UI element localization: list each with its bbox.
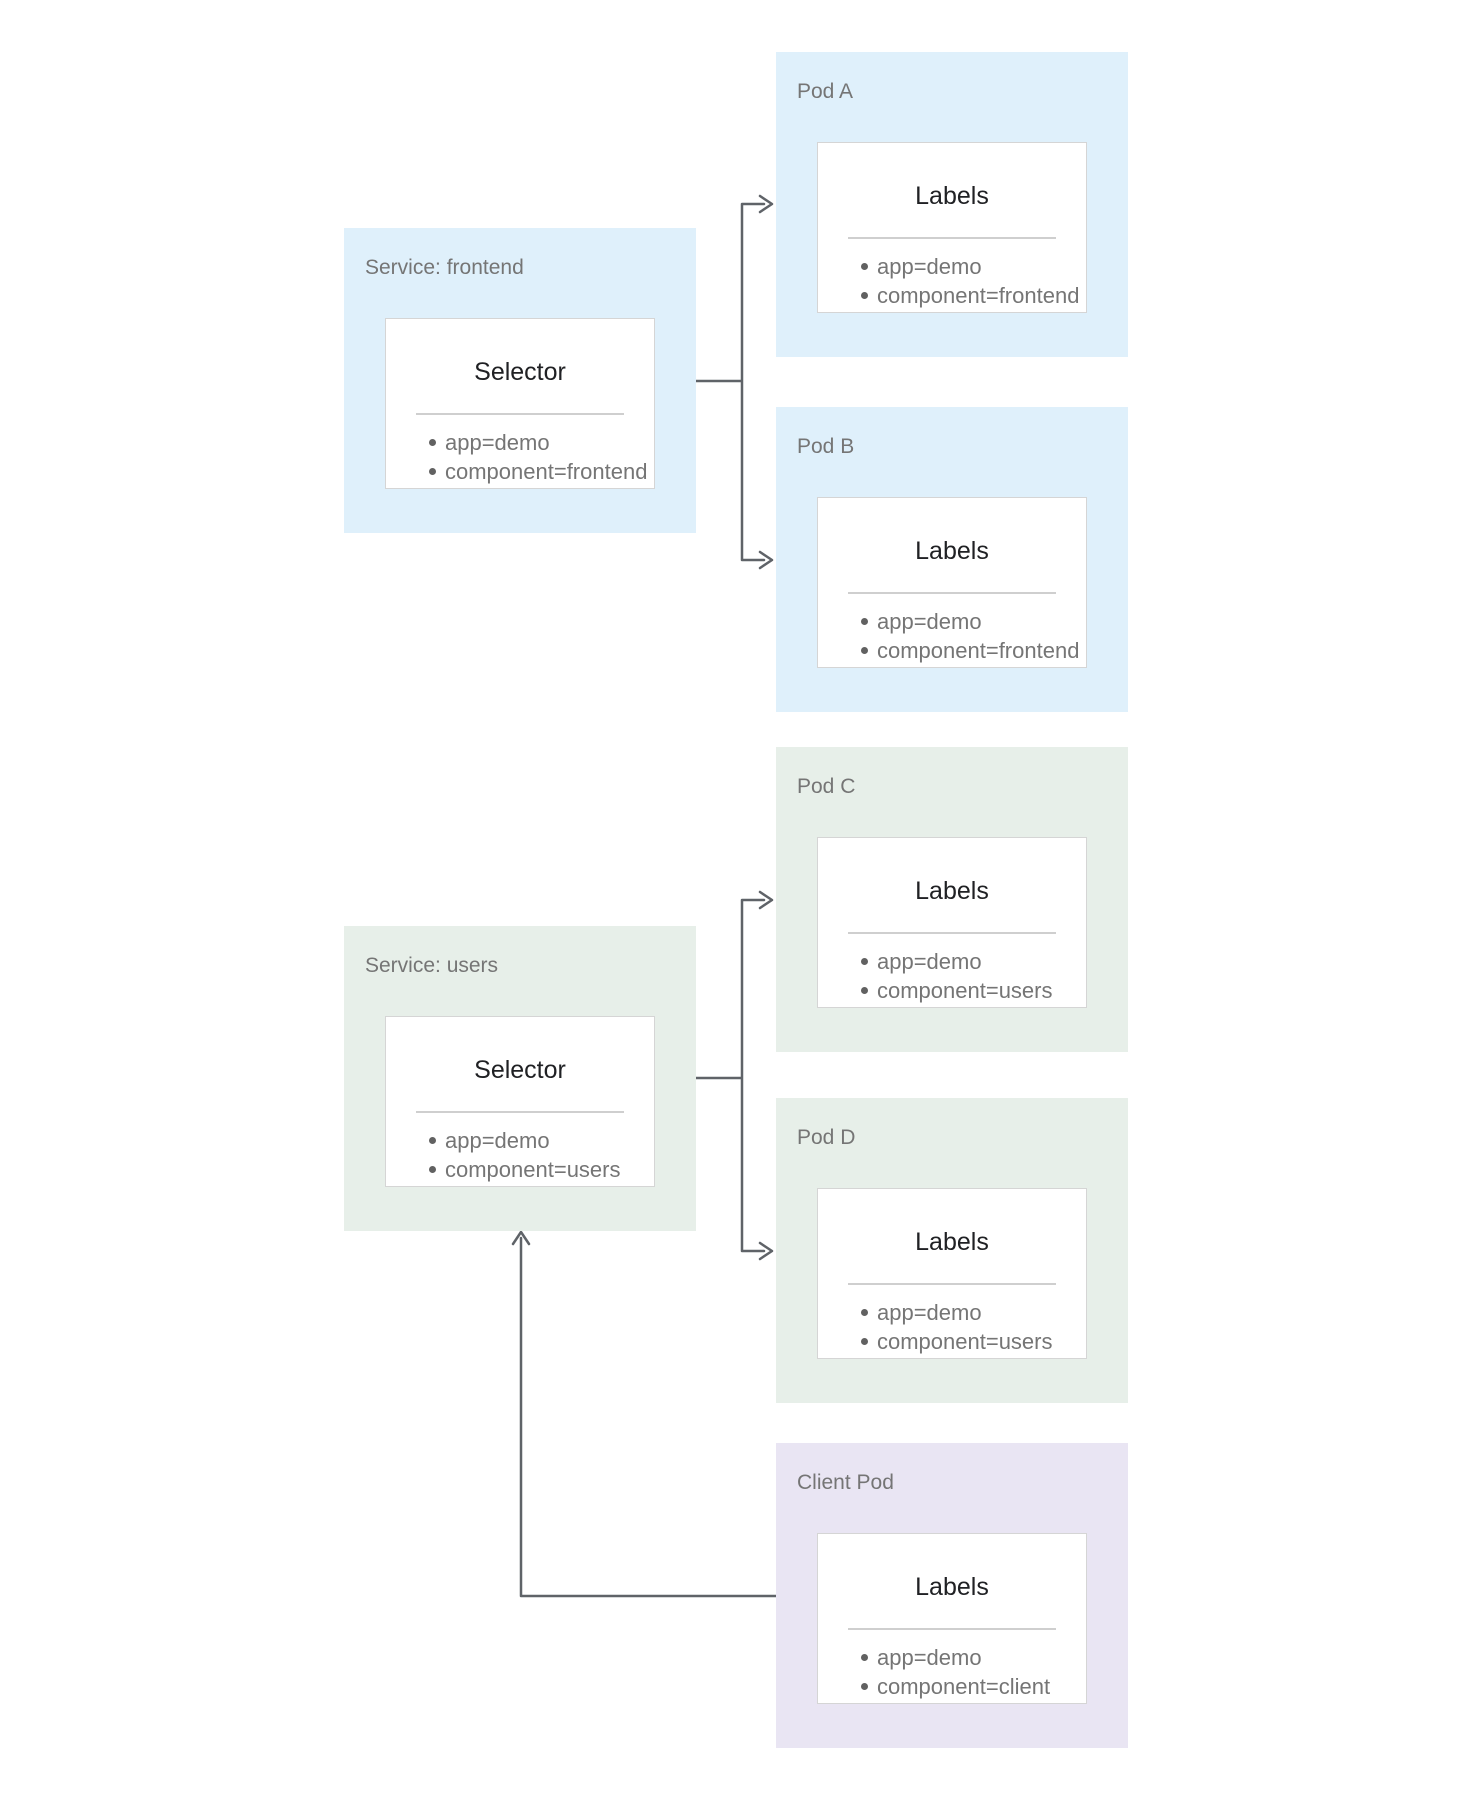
- divider: [848, 237, 1056, 239]
- card-title: Labels: [915, 877, 989, 905]
- card-title: Labels: [915, 1228, 989, 1256]
- client-pod-label: Client Pod: [797, 1471, 894, 1494]
- pod-b-label: Pod B: [797, 435, 855, 458]
- selector-item: component=frontend: [429, 457, 647, 486]
- pod-c-label: Pod C: [797, 775, 856, 798]
- service-frontend-box: Service: frontend Selector app=demo comp…: [344, 228, 696, 533]
- label-item: component=client: [861, 1672, 1078, 1701]
- client-pod-box: Client Pod Labels app=demo component=cli…: [776, 1443, 1128, 1748]
- selector-list: app=demo component=frontend: [386, 428, 654, 486]
- label-list: app=demo component=frontend: [818, 252, 1086, 310]
- pod-a-labels-card: Labels app=demo component=frontend: [817, 142, 1087, 313]
- service-users-box: Service: users Selector app=demo compone…: [344, 926, 696, 1231]
- label-item: app=demo: [861, 252, 1078, 281]
- service-users-label: Service: users: [365, 954, 499, 977]
- service-users-selector-card: Selector app=demo component=users: [385, 1016, 655, 1187]
- pod-b-box: Pod B Labels app=demo component=frontend: [776, 407, 1128, 712]
- divider: [848, 932, 1056, 934]
- arrowhead-icon: [758, 1241, 774, 1261]
- label-item: component=users: [861, 976, 1078, 1005]
- divider: [848, 592, 1056, 594]
- pod-b-labels-card: Labels app=demo component=frontend: [817, 497, 1087, 668]
- label-item: app=demo: [861, 1298, 1078, 1327]
- label-item: component=frontend: [861, 636, 1079, 665]
- label-item: app=demo: [861, 607, 1078, 636]
- edge-service-frontend-to-pods: [694, 202, 766, 562]
- divider: [848, 1283, 1056, 1285]
- pod-d-labels-card: Labels app=demo component=users: [817, 1188, 1087, 1359]
- pod-a-box: Pod A Labels app=demo component=frontend: [776, 52, 1128, 357]
- pod-c-labels-card: Labels app=demo component=users: [817, 837, 1087, 1008]
- label-list: app=demo component=frontend: [818, 607, 1086, 665]
- pod-c-box: Pod C Labels app=demo component=users: [776, 747, 1128, 1052]
- arrowhead-icon: [758, 890, 774, 910]
- service-frontend-selector-card: Selector app=demo component=frontend: [385, 318, 655, 489]
- selector-item: app=demo: [429, 428, 646, 457]
- divider: [416, 1111, 624, 1113]
- card-title: Labels: [915, 1573, 989, 1601]
- label-list: app=demo component=users: [818, 1298, 1086, 1356]
- service-frontend-label: Service: frontend: [365, 256, 524, 279]
- arrowhead-icon: [758, 550, 774, 570]
- selector-item: app=demo: [429, 1126, 646, 1155]
- card-title: Labels: [915, 182, 989, 210]
- edge-service-users-to-pods: [694, 898, 766, 1253]
- label-item: app=demo: [861, 1643, 1078, 1672]
- arrowhead-icon: [758, 194, 774, 214]
- label-list: app=demo component=users: [818, 947, 1086, 1005]
- card-title: Selector: [474, 358, 566, 386]
- selector-list: app=demo component=users: [386, 1126, 654, 1184]
- label-item: component=frontend: [861, 281, 1079, 310]
- divider: [416, 413, 624, 415]
- label-list: app=demo component=client: [818, 1643, 1086, 1701]
- selector-item: component=users: [429, 1155, 646, 1184]
- pod-a-label: Pod A: [797, 80, 854, 103]
- edge-client-pod-to-service-users: [519, 1236, 778, 1598]
- card-title: Selector: [474, 1056, 566, 1084]
- pod-d-box: Pod D Labels app=demo component=users: [776, 1098, 1128, 1403]
- label-item: component=users: [861, 1327, 1078, 1356]
- divider: [848, 1628, 1056, 1630]
- pod-d-label: Pod D: [797, 1126, 856, 1149]
- card-title: Labels: [915, 537, 989, 565]
- label-item: app=demo: [861, 947, 1078, 976]
- client-pod-labels-card: Labels app=demo component=client: [817, 1533, 1087, 1704]
- arrowhead-icon: [511, 1230, 531, 1246]
